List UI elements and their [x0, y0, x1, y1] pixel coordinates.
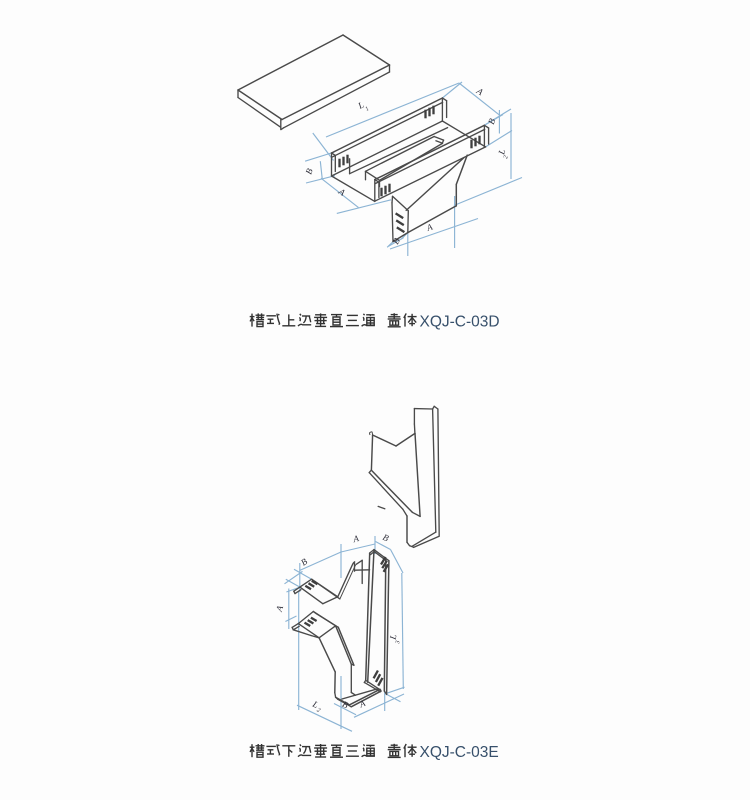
svg-text:A: A [474, 85, 485, 97]
svg-text:A: A [274, 604, 286, 614]
svg-text:A: A [357, 698, 368, 710]
svg-text:XQJ-C-03D: XQJ-C-03D [420, 314, 500, 331]
svg-text:B: B [486, 117, 497, 126]
svg-text:B: B [381, 532, 391, 544]
svg-text:2: 2 [316, 707, 321, 714]
svg-text:A: A [424, 221, 434, 233]
svg-text:3: 3 [395, 640, 402, 645]
svg-text:L: L [387, 633, 398, 641]
svg-text:B: B [341, 699, 351, 711]
svg-text:A: A [351, 533, 360, 544]
svg-text:XQJ-C-03E: XQJ-C-03E [420, 744, 499, 761]
svg-text:2: 2 [503, 155, 510, 159]
svg-text:B: B [303, 167, 314, 176]
svg-text:L: L [496, 148, 507, 156]
svg-text:L: L [310, 698, 320, 710]
svg-text:A: A [336, 186, 347, 198]
svg-text:1: 1 [365, 106, 370, 113]
svg-text:B: B [299, 556, 310, 568]
svg-text:B: B [391, 236, 403, 246]
svg-text:L: L [355, 100, 365, 112]
